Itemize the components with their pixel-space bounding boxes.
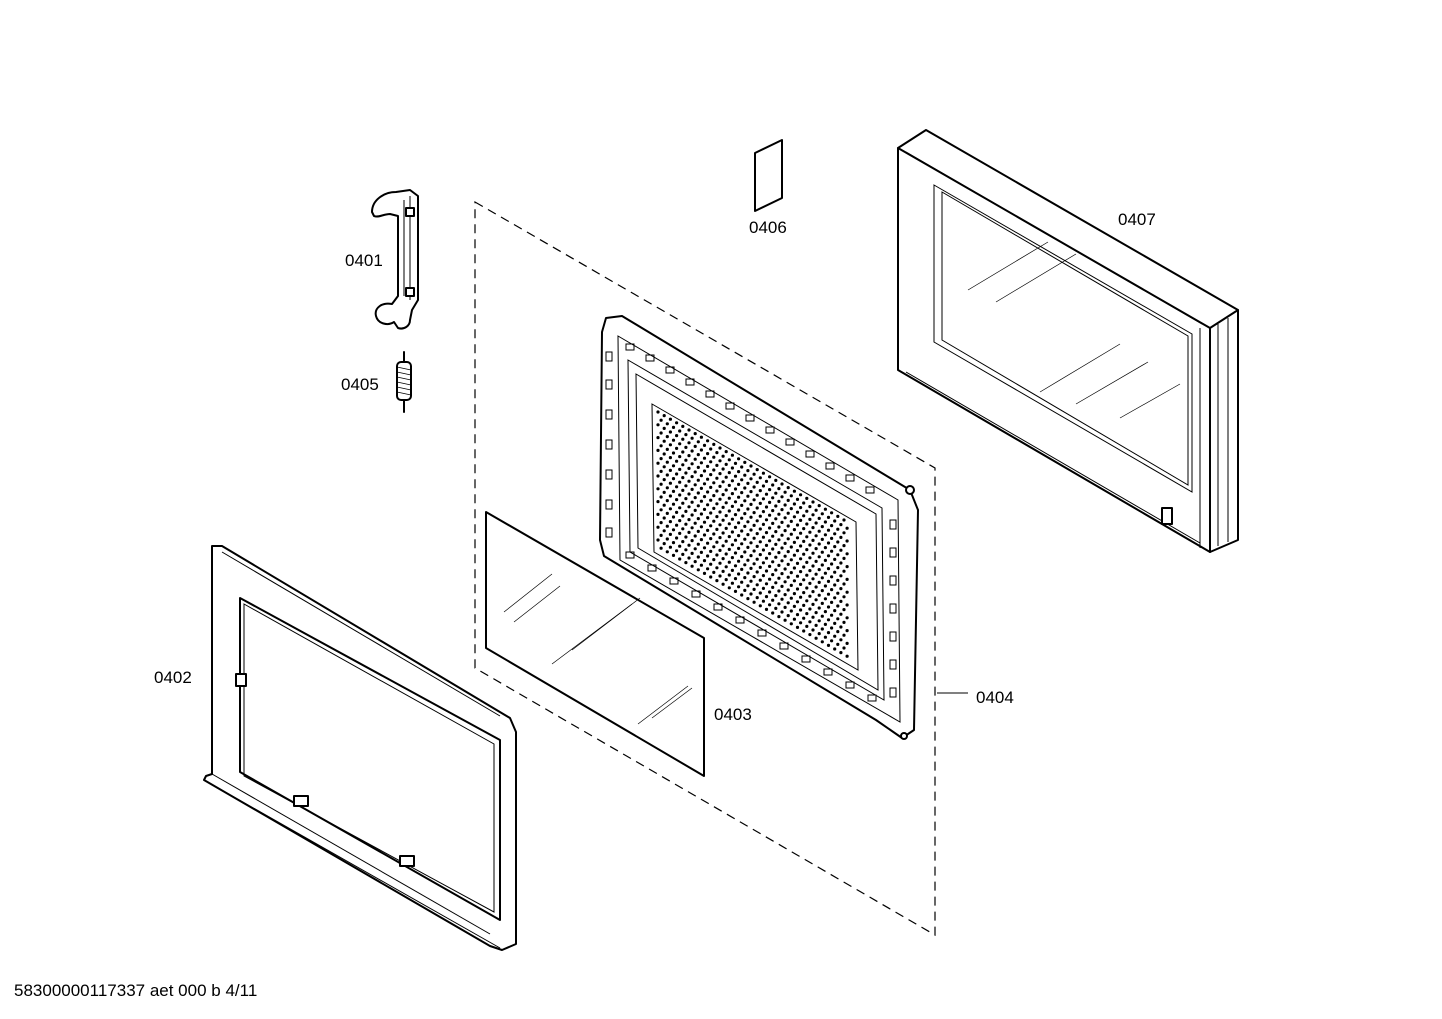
latch-hook-part — [371, 189, 419, 330]
part-label-0401: 0401 — [345, 251, 383, 270]
document-footer: 58300000117337 aet 000 b 4/11 — [14, 981, 258, 1000]
part-label-0407: 0407 — [1118, 210, 1156, 229]
assembly-envelope — [474, 200, 936, 937]
pad-part — [754, 139, 783, 212]
glass-pane-part — [485, 511, 705, 777]
perforation-mesh — [656, 410, 849, 658]
part-label-0405: 0405 — [341, 375, 379, 394]
part-label-0406: 0406 — [749, 218, 787, 237]
inner-frame-part — [599, 315, 919, 740]
part-label-0402: 0402 — [154, 668, 192, 687]
part-label-0403: 0403 — [714, 705, 752, 724]
part-label-0404: 0404 — [976, 688, 1014, 707]
front-frame-part — [203, 545, 517, 951]
spring-part — [396, 351, 412, 413]
outer-frame-part — [897, 129, 1239, 553]
